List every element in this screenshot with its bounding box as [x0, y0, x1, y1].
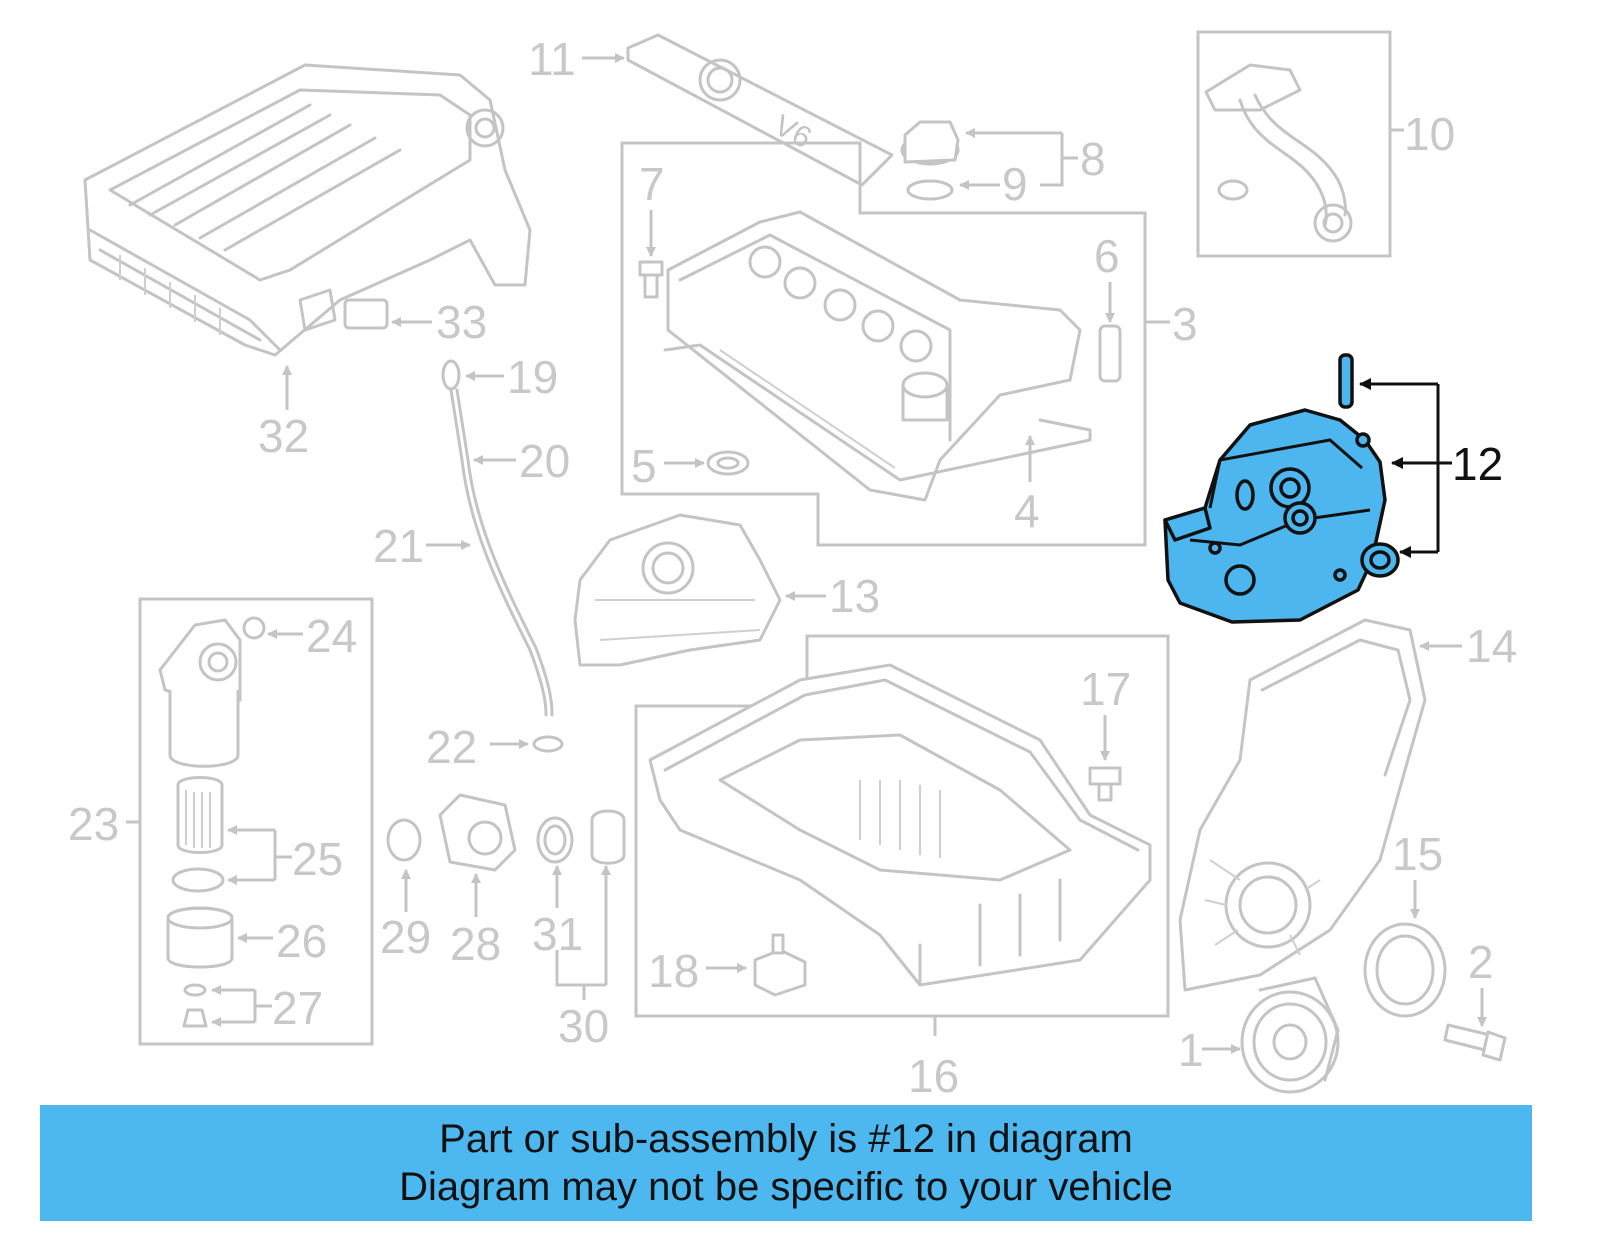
callout-28[interactable]: 28 [450, 918, 501, 970]
adapter-part[interactable] [590, 809, 626, 865]
oil-cooler-part[interactable] [438, 793, 517, 872]
callout-18[interactable]: 18 [648, 945, 699, 997]
callout-20[interactable]: 20 [519, 435, 570, 487]
callout-2[interactable]: 2 [1468, 936, 1494, 988]
oil-filler-cap-part[interactable] [900, 120, 960, 201]
callout-30[interactable]: 30 [558, 1000, 609, 1052]
callout-15[interactable]: 15 [1392, 828, 1443, 880]
oil-level-sensor-part[interactable] [753, 933, 807, 997]
seal-29-part[interactable] [386, 818, 422, 862]
callout-6[interactable]: 6 [1094, 230, 1120, 282]
crank-pulley-part[interactable] [1240, 976, 1340, 1094]
callout-32[interactable]: 32 [258, 410, 309, 462]
crankcase-vent-hose-part[interactable] [1204, 63, 1353, 243]
spark-plug-tube-part[interactable] [1098, 324, 1122, 383]
callout-8[interactable]: 8 [1080, 133, 1106, 185]
drain-plug-part[interactable] [182, 983, 208, 1028]
info-banner: Part or sub-assembly is #12 in diagram D… [40, 1105, 1532, 1221]
valve-cover-box [620, 141, 1147, 547]
callout-5[interactable]: 5 [631, 440, 657, 492]
callout-10[interactable]: 10 [1404, 108, 1455, 160]
timing-cover-lower-part[interactable] [1178, 618, 1427, 992]
callout-29[interactable]: 29 [380, 911, 431, 963]
callout-1[interactable]: 1 [1178, 1024, 1204, 1076]
callout-24[interactable]: 24 [306, 610, 357, 662]
callout-19[interactable]: 19 [507, 351, 558, 403]
front-seal-part[interactable] [1363, 922, 1447, 1018]
oil-filter-element-part[interactable] [176, 776, 224, 854]
intake-manifold-part[interactable] [83, 63, 532, 357]
callout-11[interactable]: 11 [528, 33, 576, 85]
callout-25[interactable]: 25 [292, 833, 343, 885]
callout-4[interactable]: 4 [1014, 485, 1040, 537]
dipstick-seal-part[interactable] [532, 735, 564, 753]
callout-23[interactable]: 23 [68, 798, 119, 850]
rear-seal-cover-part[interactable] [573, 513, 782, 667]
callout-12-active[interactable]: 12 [1452, 438, 1503, 490]
oil-pan-bolt-part[interactable] [1088, 766, 1122, 802]
callout-26[interactable]: 26 [276, 915, 327, 967]
callout-13[interactable]: 13 [829, 570, 880, 622]
valve-cover-bolt-part[interactable] [638, 260, 664, 299]
callout-16[interactable]: 16 [908, 1050, 959, 1102]
oil-pan-part[interactable] [648, 663, 1152, 987]
callout-21[interactable]: 21 [373, 520, 424, 572]
vent-hose-box [1196, 30, 1392, 258]
valve-cover-part[interactable] [663, 210, 1092, 502]
banner-line-disclaimer: Diagram may not be specific to your vehi… [399, 1165, 1173, 1209]
engine-cover-part[interactable]: V6 [626, 33, 894, 187]
pulley-bolt-part[interactable] [1443, 1023, 1507, 1062]
callout-14[interactable]: 14 [1466, 620, 1517, 672]
callout-17[interactable]: 17 [1080, 663, 1131, 715]
callout-27[interactable]: 27 [272, 982, 323, 1034]
timing-cover-upper-part[interactable] [1163, 353, 1400, 624]
housing-seal-part[interactable] [242, 616, 266, 640]
valve-cover-seal-part[interactable] [706, 450, 750, 476]
callout-33[interactable]: 33 [436, 296, 487, 348]
callout-22[interactable]: 22 [426, 721, 477, 773]
seal-31-part[interactable] [536, 816, 574, 864]
callout-9[interactable]: 9 [1002, 158, 1028, 210]
filter-o-ring-part[interactable] [171, 867, 225, 893]
dipstick-part[interactable] [441, 359, 554, 717]
callout-7[interactable]: 7 [639, 158, 665, 210]
callout-3[interactable]: 3 [1172, 298, 1198, 350]
banner-line-part-number: Part or sub-assembly is #12 in diagram [439, 1117, 1133, 1161]
oil-filter-cap-part[interactable] [166, 906, 234, 969]
oil-filter-housing-part[interactable] [158, 618, 242, 768]
